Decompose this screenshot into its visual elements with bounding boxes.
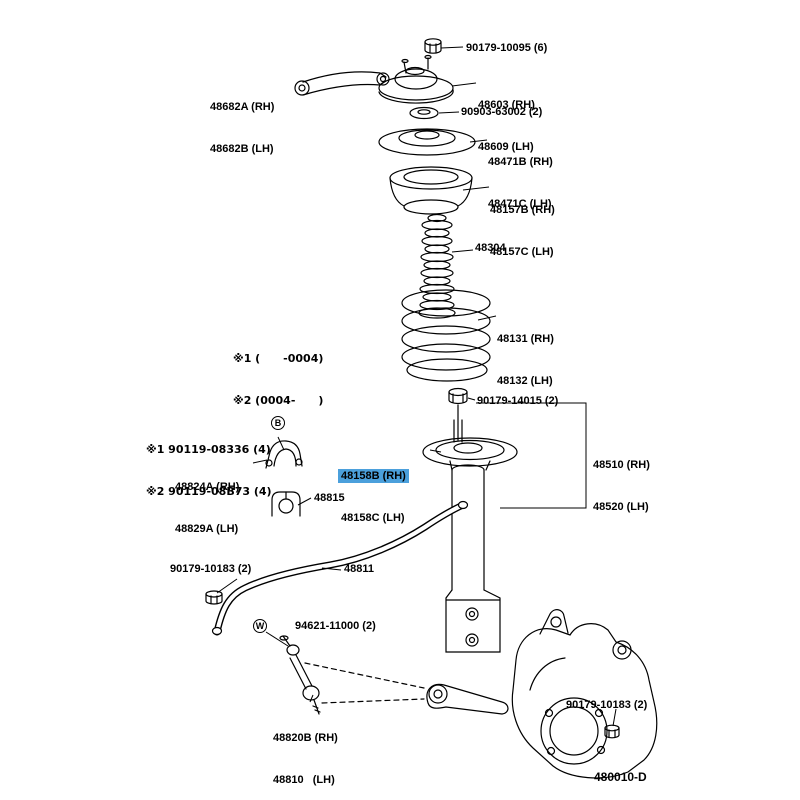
bolt-note-90119: ※1 90119-08336 (4) ※2 90119-08B73 (4)	[146, 415, 272, 527]
part-label-48157[interactable]: 48157B (RH) 48157C (LH)	[490, 175, 555, 287]
part-label-48811[interactable]: 48811	[344, 563, 374, 575]
part-label-90903-63002[interactable]: 90903-63002 (2)	[461, 106, 543, 118]
diagram-id: 480010-D	[594, 770, 647, 784]
applicability-note: ※1 ( -0004) ※2 (0004- )	[233, 324, 323, 436]
part-number-highlighted[interactable]: 48158B (RH)	[338, 469, 409, 483]
part-number-rh[interactable]: 48471B (RH)	[488, 156, 553, 168]
strut-mount-drawing	[378, 54, 454, 104]
stabilizer-link-drawing	[279, 635, 321, 715]
part-label-90179-14015[interactable]: 90179-14015 (2)	[477, 395, 559, 407]
upper-spring-seat-drawing	[378, 128, 476, 156]
part-label-48820[interactable]: 48820B (RH) 48810 (LH)	[273, 703, 338, 800]
suspension-stay-arm-drawing	[294, 71, 390, 96]
part-number-rh[interactable]: 48131 (RH)	[497, 333, 554, 345]
part-number-lh[interactable]: 48158C (LH)	[341, 512, 405, 524]
part-number-lh[interactable]: 48810 (LH)	[273, 774, 335, 786]
coil-spring-drawing	[401, 289, 491, 382]
part-number-lh[interactable]: 48157C (LH)	[490, 246, 554, 258]
part-number-lh[interactable]: 48471C (LH)	[488, 198, 552, 210]
part-number-rh[interactable]: 48682A (RH)	[210, 101, 275, 113]
note-line-2: ※2 (0004- )	[233, 394, 324, 407]
circled-b-marker: B	[271, 416, 285, 430]
part-label-48824[interactable]: 48824A (RH) 48829A (LH)	[175, 452, 239, 564]
part-label-48603[interactable]: 48603 (RH) 48609 (LH)	[478, 70, 535, 182]
dust-boot-drawing	[418, 213, 456, 319]
part-number-rh[interactable]: 48603 (RH)	[478, 99, 535, 111]
part-label-48131[interactable]: 48131 (RH) 48132 (LH)	[497, 304, 554, 416]
part-number-lh[interactable]: 48520 (LH)	[593, 501, 649, 513]
circled-w-marker: W	[253, 619, 267, 633]
upper-insulator-drawing	[389, 166, 473, 215]
part-number-lh[interactable]: 48132 (LH)	[497, 375, 553, 387]
part-label-48471[interactable]: 48471B (RH) 48471C (LH)	[488, 127, 553, 239]
part-number-lh[interactable]: 48609 (LH)	[478, 141, 534, 153]
part-label-90179-10183-right[interactable]: 90179-10183 (2)	[566, 699, 648, 711]
steering-knuckle-drawing	[426, 609, 658, 779]
part-number-lh[interactable]: 48682B (LH)	[210, 143, 274, 155]
part-number-rh[interactable]: 48820B (RH)	[273, 732, 338, 744]
part-number-rh[interactable]: 48157B (RH)	[490, 204, 555, 216]
shock-absorber-drawing	[422, 404, 518, 653]
bearing-washer-drawing	[409, 106, 439, 120]
stabilizer-bar-nut-drawing	[205, 590, 223, 605]
strut-rod-nut-drawing	[448, 387, 468, 405]
stabilizer-bushing-drawing	[271, 491, 301, 517]
stabilizer-bracket-drawing	[265, 440, 303, 469]
knuckle-nut-drawing	[604, 724, 620, 739]
part-label-94621-11000[interactable]: 94621-11000 (2)	[295, 620, 376, 632]
part-number-rh[interactable]: 48824A (RH)	[175, 481, 240, 493]
note-line-2: ※2 90119-08B73 (4)	[146, 485, 272, 498]
part-label-90179-10095[interactable]: 90179-10095 (6)	[466, 42, 548, 54]
part-label-48815[interactable]: 48815	[314, 492, 345, 504]
part-label-48304[interactable]: 48304	[475, 242, 506, 254]
part-number-rh[interactable]: 48510 (RH)	[593, 459, 650, 471]
top-nut-drawing	[424, 38, 442, 54]
note-line-1: ※1 90119-08336 (4)	[146, 443, 271, 456]
part-label-48158[interactable]: 48158B (RH) 48158C (LH)	[338, 441, 409, 553]
part-label-48682[interactable]: 48682A (RH) 48682B (LH)	[210, 72, 274, 184]
part-label-48510[interactable]: 48510 (RH) 48520 (LH)	[593, 430, 650, 542]
stabilizer-bar-drawing	[211, 500, 469, 636]
absorber-group-bracket	[476, 402, 587, 509]
part-number-lh[interactable]: 48829A (LH)	[175, 523, 239, 535]
note-line-1: ※1 ( -0004)	[233, 352, 324, 365]
link-dashed-lines	[304, 662, 425, 704]
leader-lines	[216, 46, 617, 727]
part-label-90179-10183-left[interactable]: 90179-10183 (2)	[170, 563, 252, 575]
